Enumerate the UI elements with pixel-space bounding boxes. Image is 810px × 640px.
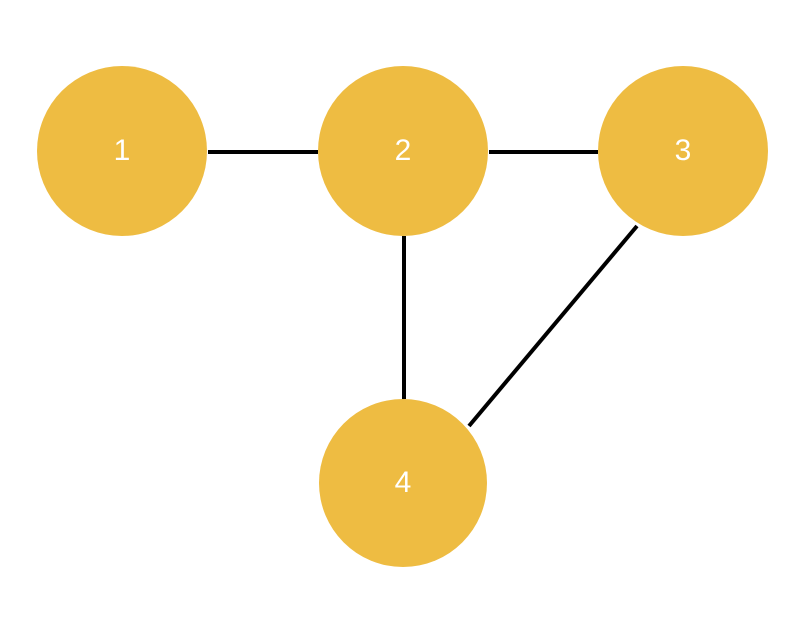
graph-node-label-4: 4 (394, 466, 412, 499)
graph-node-label-2: 2 (394, 134, 412, 167)
graph-node-3[interactable]: 3 (598, 66, 768, 236)
graph-node-label-3: 3 (674, 134, 692, 167)
graph-node-4[interactable]: 4 (319, 399, 487, 567)
graph-node-label-1: 1 (113, 134, 131, 167)
graph-edge-3-4[interactable] (467, 224, 639, 428)
graph-node-1[interactable]: 1 (37, 66, 207, 236)
graph-node-2[interactable]: 2 (318, 66, 488, 236)
